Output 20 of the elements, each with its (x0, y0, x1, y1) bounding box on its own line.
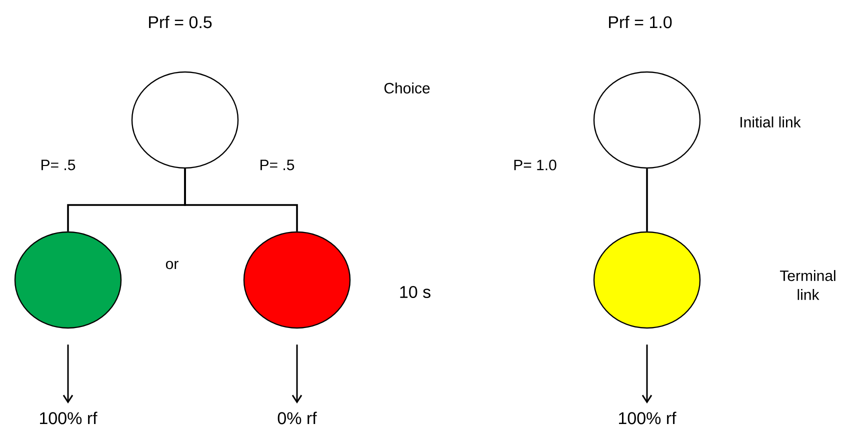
circle-shape (14, 231, 122, 329)
text-label: P= 1.0 (514, 160, 556, 170)
arrow (62, 344, 74, 404)
circle-shape (243, 231, 351, 329)
outcome-text: 100% rf (40, 412, 98, 424)
text-label: or (166, 260, 178, 270)
circle-shape (593, 71, 701, 169)
arrow (642, 344, 652, 404)
arrow (292, 344, 302, 404)
connector-line (646, 168, 648, 232)
text-label: P= .5 (260, 160, 294, 170)
text-label: Initial link (740, 116, 801, 128)
outcome-text: 100% rf (619, 412, 676, 424)
outcome-text: 0% rf (278, 412, 317, 424)
circle-shape (593, 231, 701, 329)
text-label: Choice (384, 82, 430, 94)
text-label: P= .5 (42, 160, 76, 170)
connector-line (184, 168, 298, 232)
text-label: Terminal link (780, 270, 836, 300)
circle-shape (131, 71, 239, 169)
